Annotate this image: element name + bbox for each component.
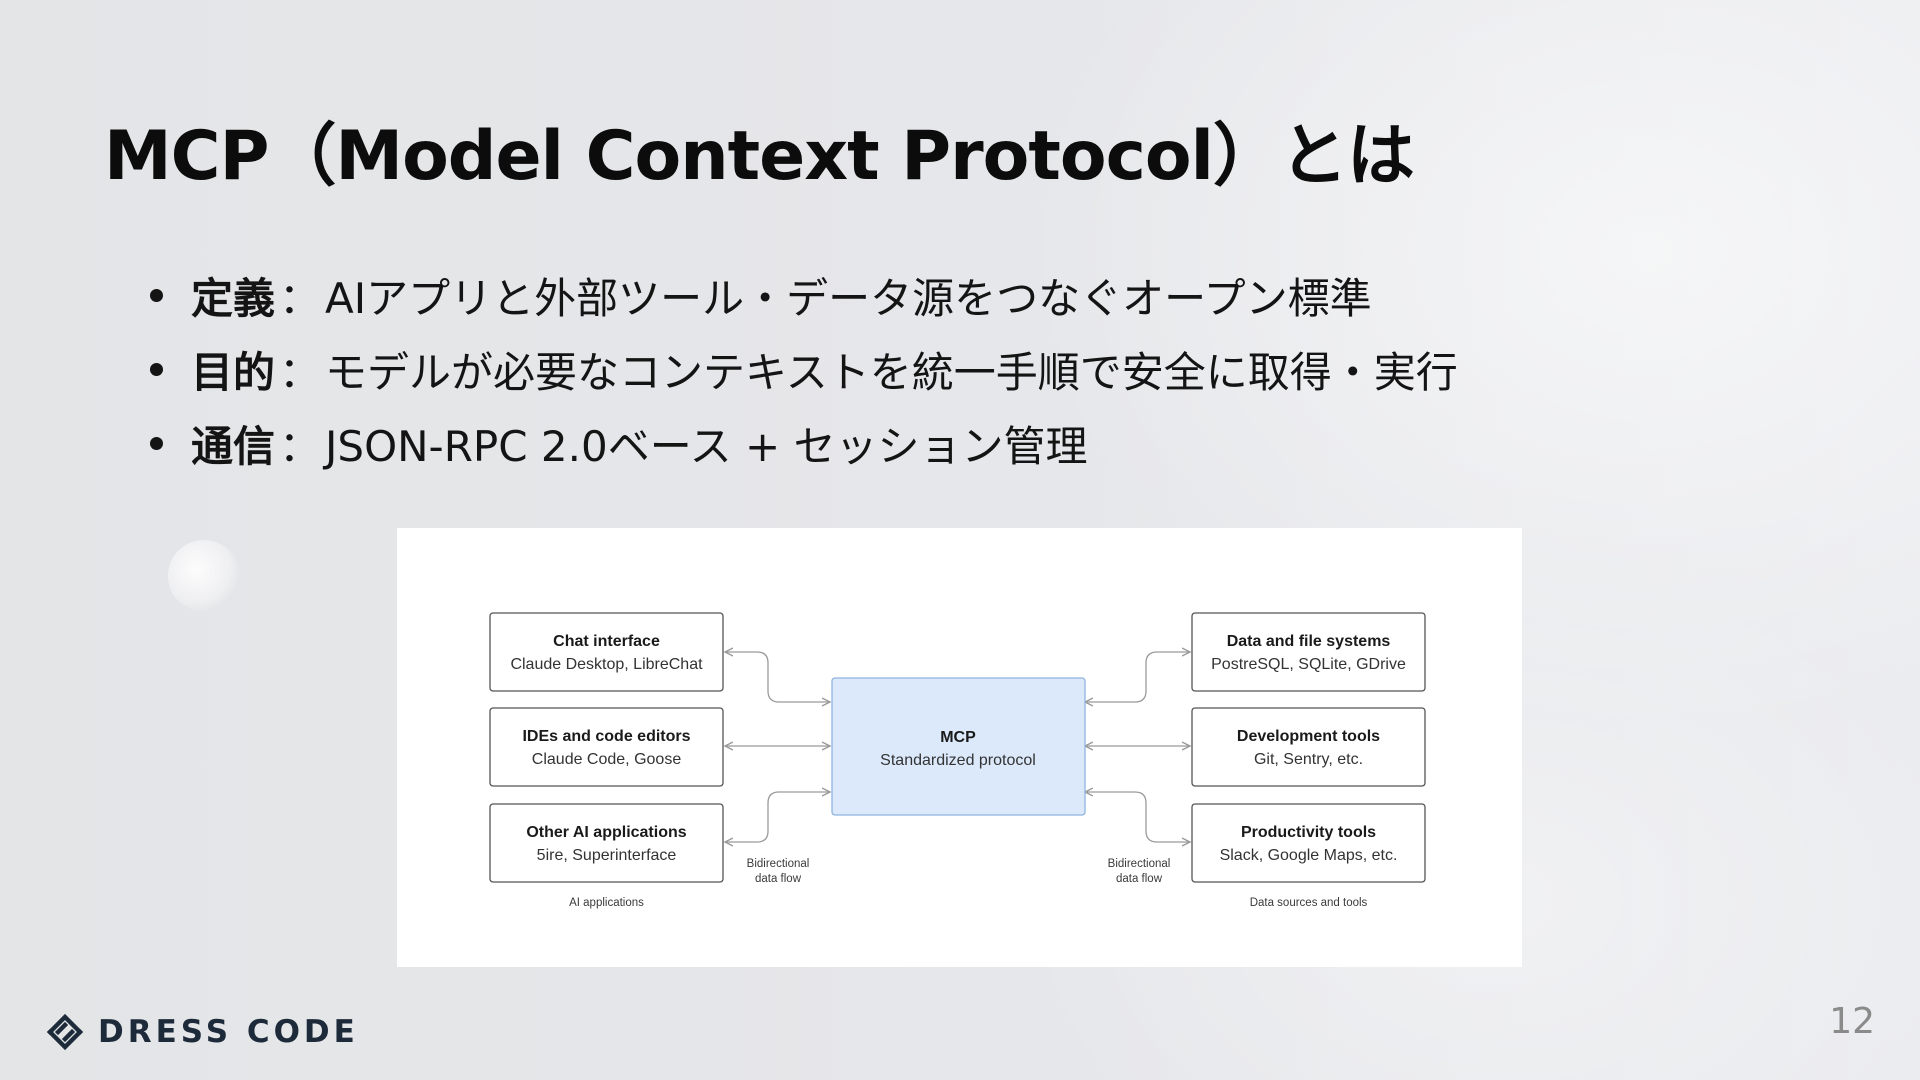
- node-other-ai-applications: Other AI applications 5ire, Superinterfa…: [489, 803, 724, 883]
- node-subtitle: Git, Sentry, etc.: [1254, 751, 1363, 768]
- node-subtitle: Claude Code, Goose: [532, 751, 682, 768]
- bullet-dot: [150, 362, 163, 376]
- bullet-text: AIアプリと外部ツール・データ源をつなぐオープン標準: [325, 273, 1372, 323]
- bullet-dot: [150, 288, 163, 302]
- node-development-tools: Development tools Git, Sentry, etc.: [1191, 707, 1426, 787]
- node-subtitle: Slack, Google Maps, etc.: [1220, 847, 1398, 864]
- node-ides-code-editors: IDEs and code editors Claude Code, Goose: [489, 707, 724, 787]
- bullet-dot: [150, 436, 163, 450]
- mcp-architecture-diagram: MCP Standardized protocol Chat interface…: [397, 528, 1522, 967]
- slide-title: MCP（Model Context Protocol）とは: [104, 117, 1415, 196]
- bullet-text: モデルが必要なコンテキストを統一手順で安全に取得・実行: [325, 347, 1458, 397]
- bullet-term: 通信: [191, 421, 276, 471]
- mcp-center-title: MCP: [940, 729, 976, 746]
- node-subtitle: PostreSQL, SQLite, GDrive: [1211, 656, 1406, 673]
- right-flow-label-line1: Bidirectional: [1108, 858, 1171, 870]
- bullet-list: 定義 ： AIアプリと外部ツール・データ源をつなぐオープン標準 目的 ： モデル…: [150, 258, 1458, 480]
- node-subtitle: 5ire, Superinterface: [537, 847, 677, 864]
- node-subtitle: Claude Desktop, LibreChat: [510, 656, 703, 673]
- bullet-separator: ：: [279, 421, 322, 471]
- bullet-term: 定義: [191, 273, 276, 323]
- connector-other-to-mcp: [725, 792, 830, 842]
- right-group-label: Data sources and tools: [1250, 897, 1368, 909]
- left-flow-label-line2: data flow: [755, 873, 802, 885]
- node-data-file-systems: Data and file systems PostreSQL, SQLite,…: [1191, 612, 1426, 692]
- brand-logo-text: DRESS CODE: [98, 1014, 359, 1050]
- connector-mcp-to-productivity: [1085, 792, 1190, 842]
- bullet-separator: ：: [279, 273, 322, 323]
- bullet-purpose: 目的 ： モデルが必要なコンテキストを統一手順で安全に取得・実行: [150, 332, 1458, 406]
- connector-chat-to-mcp: [725, 652, 830, 702]
- bullet-communication: 通信 ： JSON-RPC 2.0ベース + セッション管理: [150, 406, 1458, 480]
- brand-logo: DRESS CODE: [46, 1012, 359, 1052]
- node-title: Other AI applications: [526, 824, 686, 841]
- mcp-center-node: MCP Standardized protocol: [831, 677, 1086, 816]
- node-title: Productivity tools: [1241, 824, 1376, 841]
- node-chat-interface: Chat interface Claude Desktop, LibreChat: [489, 612, 724, 692]
- connector-mcp-to-data: [1085, 652, 1190, 702]
- background-moon: [168, 540, 240, 612]
- bullet-separator: ：: [279, 347, 322, 397]
- bullet-term: 目的: [191, 347, 276, 397]
- node-title: Development tools: [1237, 728, 1380, 745]
- left-group-label: AI applications: [569, 897, 644, 909]
- node-title: Data and file systems: [1227, 633, 1391, 650]
- left-flow-label-line1: Bidirectional: [747, 858, 810, 870]
- node-title: IDEs and code editors: [522, 728, 690, 745]
- bullet-definition: 定義 ： AIアプリと外部ツール・データ源をつなぐオープン標準: [150, 258, 1458, 332]
- bullet-text: JSON-RPC 2.0ベース + セッション管理: [325, 421, 1088, 471]
- dresscode-mark-icon: [46, 1013, 84, 1051]
- right-flow-label-line2: data flow: [1116, 873, 1163, 885]
- page-number: 12: [1829, 1001, 1875, 1042]
- mcp-center-subtitle: Standardized protocol: [880, 752, 1036, 769]
- node-title: Chat interface: [553, 633, 660, 650]
- diagram-canvas: MCP Standardized protocol Chat interface…: [489, 612, 1426, 909]
- node-productivity-tools: Productivity tools Slack, Google Maps, e…: [1191, 803, 1426, 883]
